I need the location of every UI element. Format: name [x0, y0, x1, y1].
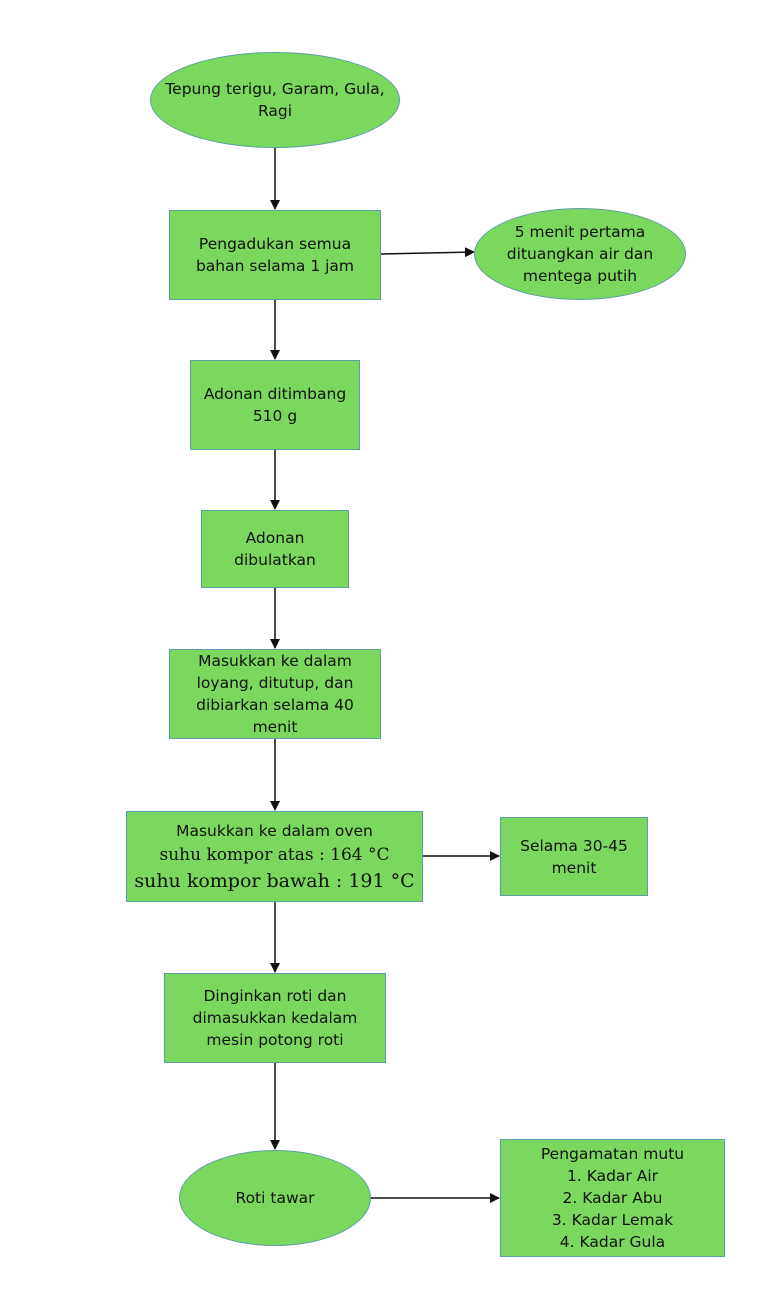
- start-node: Tepung terigu, Garam, Gula, Ragi: [150, 52, 400, 148]
- round-line-2: dibulatkan: [234, 551, 316, 569]
- quality-line-2: 1. Kadar Air: [566, 1167, 659, 1185]
- end-node: Roti tawar: [179, 1150, 371, 1246]
- proof-line-3: dibiarkan selama 40: [196, 696, 354, 714]
- quality-line-5: 4. Kadar Gula: [559, 1233, 666, 1251]
- mixing-line-2: bahan selama 1 jam: [195, 257, 355, 275]
- quality-node: Pengamatan mutu 1. Kadar Air 2. Kadar Ab…: [500, 1139, 725, 1257]
- cool-line-1: Dinginkan roti dan: [203, 987, 347, 1005]
- oven-note-node: Selama 30-45 menit: [500, 817, 648, 896]
- proof-line-1: Masukkan ke dalam: [198, 652, 352, 670]
- cool-line-2: dimasukkan kedalam: [192, 1009, 358, 1027]
- weigh-line-1: Adonan ditimbang: [203, 385, 347, 403]
- cool-line-3: mesin potong roti: [206, 1031, 344, 1049]
- quality-line-1: Pengamatan mutu: [540, 1145, 685, 1163]
- end-line-1: Roti tawar: [235, 1189, 315, 1207]
- oven-note-line-2: menit: [551, 858, 597, 877]
- cool-node: Dinginkan roti dan dimasukkan kedalam me…: [164, 973, 386, 1063]
- arrow-mixing-to-note: [380, 247, 475, 258]
- oven-node: Masukkan ke dalam oven suhu kompor atas …: [126, 811, 423, 902]
- mixing-node: Pengadukan semua bahan selama 1 jam: [169, 210, 381, 300]
- proof-node: Masukkan ke dalam loyang, ditutup, dan d…: [169, 649, 381, 739]
- start-line-2: Ragi: [257, 102, 293, 120]
- mixing-note-node: 5 menit pertama dituangkan air dan mente…: [474, 208, 686, 300]
- weigh-line-2: 510 g: [252, 407, 298, 425]
- mixing-note-line-1: 5 menit pertama: [514, 223, 646, 241]
- round-node: Adonan dibulatkan: [201, 510, 349, 588]
- proof-line-2: loyang, ditutup, dan: [196, 674, 354, 692]
- round-line-1: Adonan: [245, 529, 305, 547]
- oven-line-2: suhu kompor atas : 164 °C: [159, 844, 390, 865]
- oven-line-1: Masukkan ke dalam oven: [176, 821, 373, 840]
- weigh-node: Adonan ditimbang 510 g: [190, 360, 360, 450]
- oven-line-3: suhu kompor bawah : 191 °C: [134, 869, 415, 892]
- mixing-note-line-3: mentega putih: [522, 267, 638, 285]
- mixing-line-1: Pengadukan semua: [198, 235, 352, 253]
- start-line-1: Tepung terigu, Garam, Gula,: [165, 80, 385, 98]
- quality-line-4: 3. Kadar Lemak: [551, 1211, 674, 1229]
- quality-line-3: 2. Kadar Abu: [562, 1189, 663, 1207]
- oven-note-line-1: Selama 30-45: [520, 836, 628, 855]
- proof-line-4: menit: [252, 718, 298, 736]
- mixing-note-line-2: dituangkan air dan: [506, 245, 654, 263]
